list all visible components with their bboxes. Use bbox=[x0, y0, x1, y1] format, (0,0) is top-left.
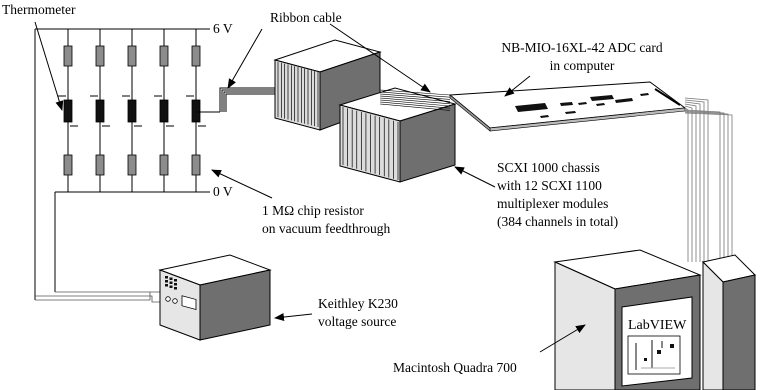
thermometer-resistor bbox=[159, 99, 169, 123]
labview-label: LabVIEW bbox=[628, 318, 687, 333]
thermometer-resistor bbox=[95, 99, 105, 123]
keithley-label-line1: Keithley K230 bbox=[318, 296, 398, 311]
six-volt-label: 6 V bbox=[213, 21, 233, 36]
mac-arrow bbox=[539, 324, 586, 353]
ribbon-arrow-1 bbox=[227, 28, 263, 89]
resistor-column-3 bbox=[122, 29, 142, 192]
resistor-network bbox=[34, 28, 220, 300]
resistor-column-2 bbox=[90, 29, 110, 192]
keithley-wires bbox=[35, 291, 160, 303]
adc-card-label-line2: in computer bbox=[550, 58, 615, 73]
scxi-chassis bbox=[273, 39, 457, 183]
keithley-label-line2: voltage source bbox=[318, 314, 396, 329]
mac-label: Macintosh Quadra 700 bbox=[393, 360, 517, 375]
top-resistor bbox=[127, 45, 137, 67]
resistor-label-line1: 1 MΩ chip resistor bbox=[262, 203, 364, 218]
thermometer-resistor bbox=[63, 99, 73, 123]
arrows bbox=[34, 21, 586, 353]
bottom-resistor bbox=[63, 154, 73, 176]
adc-arrow bbox=[504, 75, 531, 97]
resistor-arrow bbox=[211, 169, 273, 199]
resistor-column-5 bbox=[186, 29, 206, 192]
resistor-label-line2: on vacuum feedthrough bbox=[262, 221, 390, 236]
resistor-column-1 bbox=[58, 29, 78, 192]
bottom-resistor bbox=[159, 154, 169, 176]
scxi-to-adc-bundle bbox=[379, 89, 451, 111]
ribbon-cable-label: Ribbon cable bbox=[270, 10, 342, 25]
scxi-label-line3: multiplexer modules bbox=[497, 196, 608, 211]
ribbon-to-scxi bbox=[219, 87, 285, 112]
top-resistor bbox=[159, 45, 169, 67]
adc-to-mac-cable bbox=[684, 97, 733, 262]
bottom-resistor bbox=[95, 154, 105, 176]
scxi-label-line1: SCXI 1000 chassis bbox=[497, 160, 600, 175]
top-resistor bbox=[191, 45, 201, 67]
scxi-label-line2: with 12 SCXI 1100 bbox=[497, 178, 602, 193]
scxi-arrow bbox=[454, 166, 496, 188]
ribbon-arrow-2 bbox=[329, 23, 431, 93]
scxi-label-line4: (384 channels in total) bbox=[497, 214, 618, 229]
resistor-column-4 bbox=[154, 29, 174, 192]
top-resistor bbox=[95, 45, 105, 67]
bottom-resistor bbox=[191, 154, 201, 176]
bottom-resistor bbox=[127, 154, 137, 176]
thermometer-arrow bbox=[34, 21, 64, 111]
top-resistor bbox=[63, 45, 73, 67]
thermometer-resistor bbox=[191, 99, 201, 123]
keithley-k230 bbox=[158, 254, 272, 341]
adc-card-label-line1: NB-MIO-16XL-42 ADC card bbox=[501, 40, 662, 55]
zero-volt-label: 0 V bbox=[213, 184, 233, 199]
labels: Thermometer 6 V 0 V Ribbon cable NB-MIO-… bbox=[2, 2, 663, 375]
keithley-arrow bbox=[274, 313, 313, 322]
thermometer-resistor bbox=[127, 99, 137, 123]
adc-card bbox=[448, 81, 687, 132]
thermometer-label: Thermometer bbox=[2, 2, 76, 17]
macintosh-quadra-700: LabVIEW bbox=[553, 249, 757, 390]
